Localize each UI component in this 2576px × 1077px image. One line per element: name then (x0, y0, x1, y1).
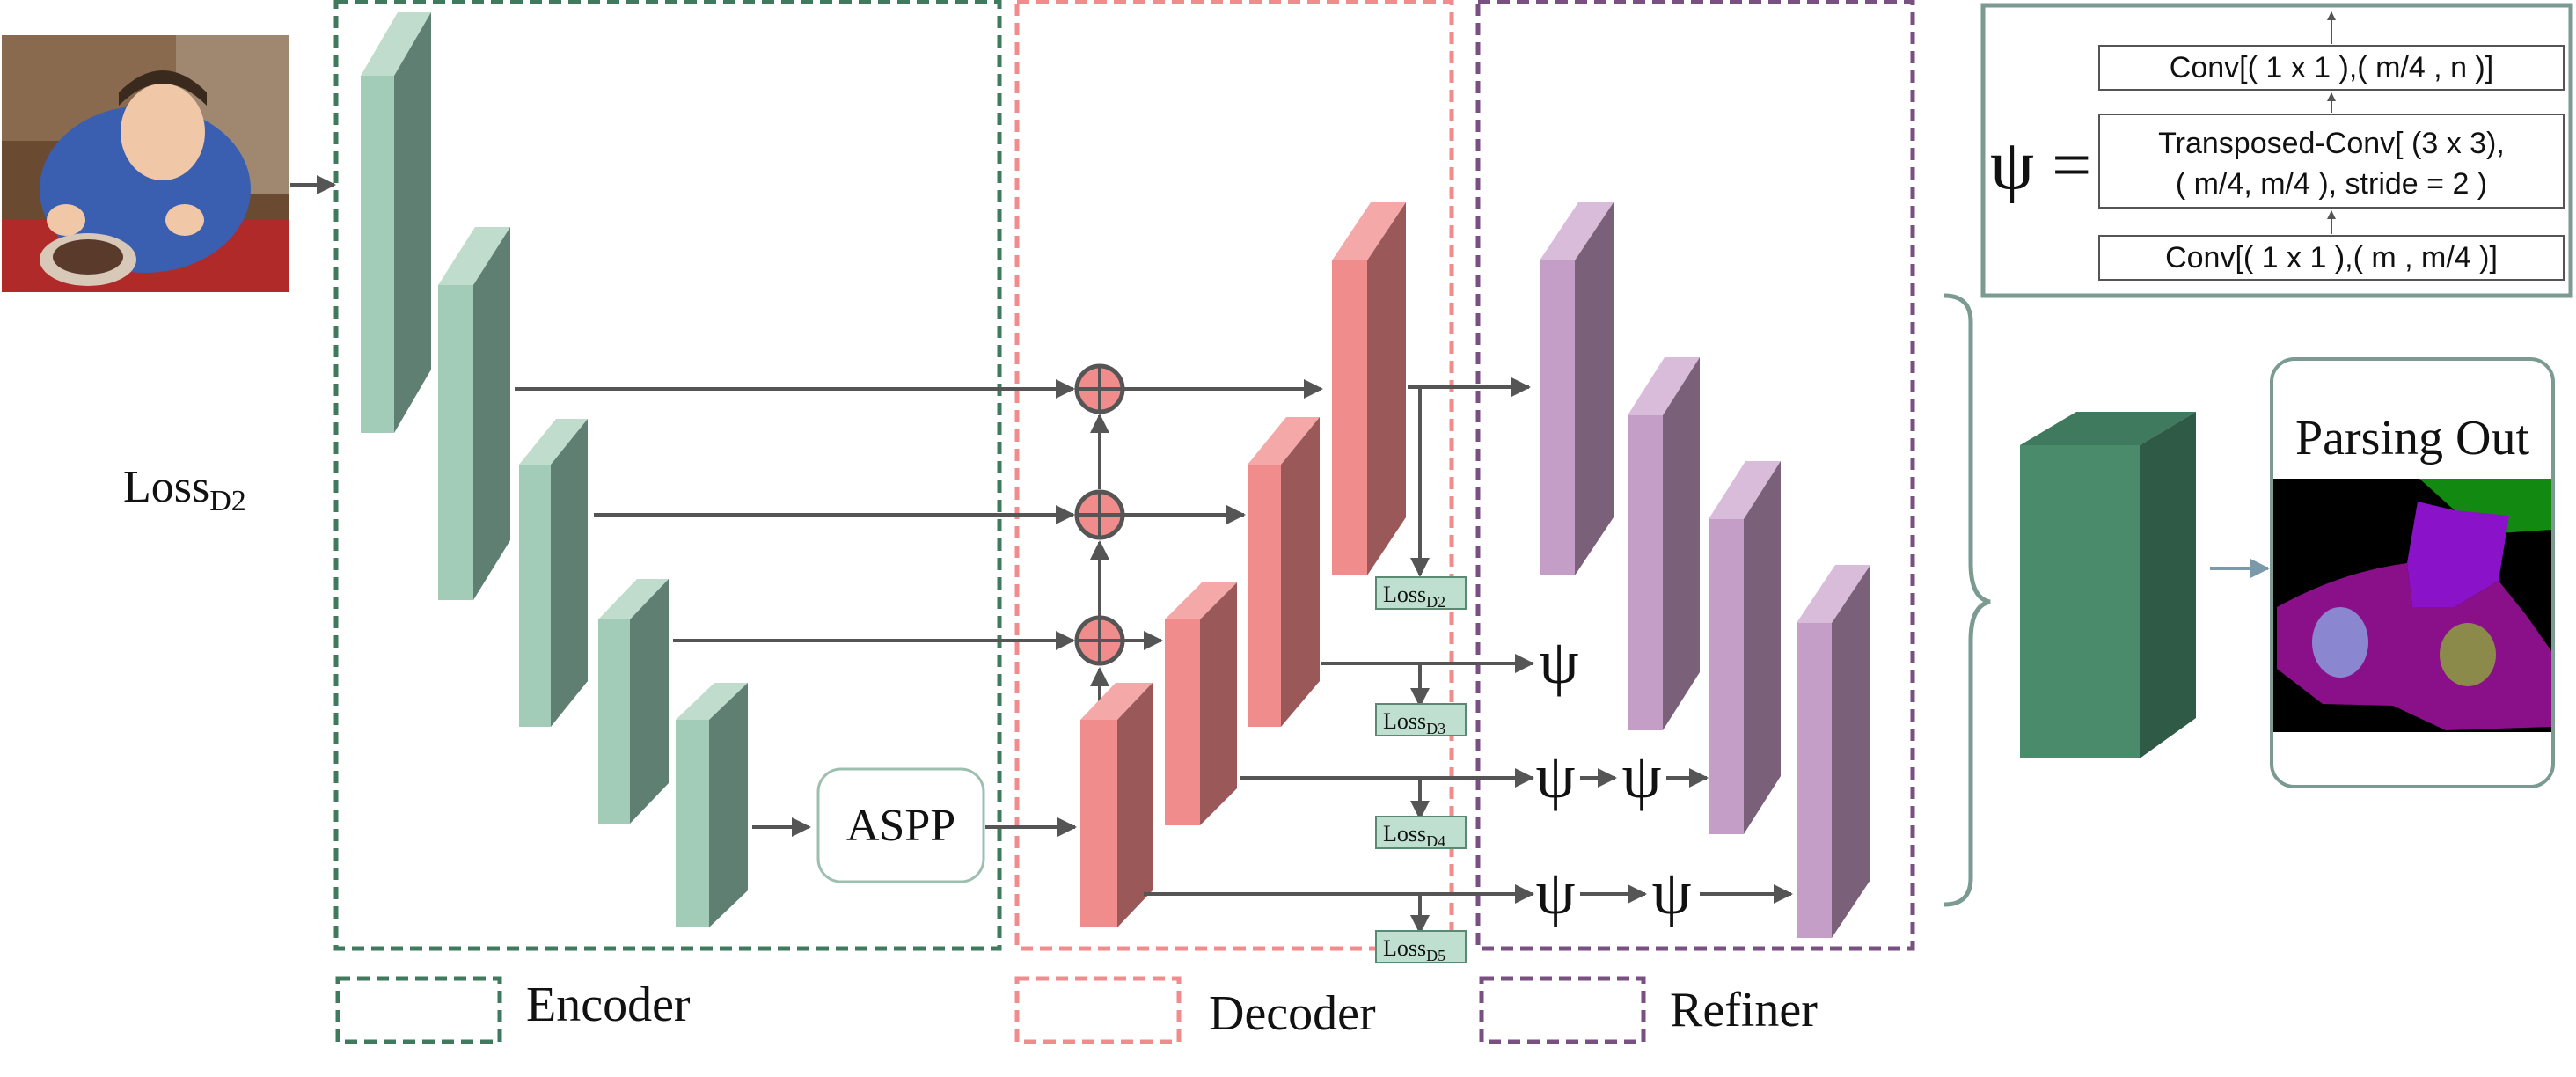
refiner-brace (1943, 293, 1991, 907)
sum-node-3 (1074, 615, 1125, 666)
decoder-block-2 (1165, 582, 1237, 825)
aspp-label: ASPP (846, 801, 955, 851)
parsing-output-title: Parsing Out (2295, 411, 2529, 465)
sum-node-2 (1074, 489, 1125, 540)
parsing-output-mask (2273, 479, 2551, 732)
psi-row-2-line1: Transposed-Conv[ (3 x 3), (2158, 127, 2505, 160)
sum-node-1 (1074, 363, 1125, 414)
psi-op-3: ψ (1621, 741, 1661, 811)
aspp-module (816, 767, 985, 883)
encoder-block-4 (598, 579, 669, 824)
refiner-frame (1475, 0, 1915, 951)
encoder-block-3 (519, 419, 588, 727)
encoder-block-2 (438, 227, 510, 600)
psi-op-4: ψ (1535, 857, 1575, 927)
psi-op-1: ψ (1539, 626, 1578, 697)
svg-text:LossD3: LossD3 (1383, 708, 1445, 737)
input-image (2, 35, 289, 292)
psi-row-2-line2: ( m/4, m/4 ), stride = 2 ) (2176, 167, 2487, 201)
loss-d5-tag: LossD5 (1375, 930, 1467, 964)
psi-op-2: ψ (1535, 741, 1575, 811)
legend-encoder-swatch (335, 976, 502, 1044)
decoder-frame (1014, 0, 1454, 951)
encoder-block-1 (361, 12, 431, 433)
psi-definition-symbol: ψ = (1990, 127, 2091, 204)
psi-op-5: ψ (1651, 857, 1691, 927)
psi-row-1-text: Conv[( 1 x 1 ),( m/4 , n )] (2170, 51, 2493, 84)
svg-text:LossD2: LossD2 (1383, 582, 1445, 611)
legend-refiner-label: Refiner (1670, 983, 1818, 1037)
legend-decoder-swatch (1014, 976, 1182, 1044)
legend-encoder-label: Encoder (526, 978, 691, 1032)
psi-row-3-text: Conv[( 1 x 1 ),( m , m/4 )] (2165, 241, 2498, 275)
psi-row-2 (2098, 114, 2565, 209)
output-feature-block (2020, 412, 2196, 758)
legend-decoder-label: Decoder (1209, 986, 1376, 1041)
loss-d3-tag: LossD3 (1375, 703, 1467, 737)
psi-row-3 (2098, 235, 2565, 281)
side-loss-label: LossD2 (123, 462, 246, 517)
decoder-block-1 (1080, 683, 1153, 927)
svg-text:LossD4: LossD4 (1383, 821, 1445, 850)
psi-row-1 (2098, 45, 2565, 91)
loss-d4-tag: LossD4 (1375, 816, 1467, 850)
encoder-frame (333, 0, 1002, 951)
svg-text:LossD5: LossD5 (1383, 935, 1445, 964)
legend-refiner-swatch (1479, 976, 1646, 1044)
decoder-block-3 (1248, 417, 1320, 727)
decoder-block-4 (1332, 202, 1406, 575)
refiner-block-2 (1628, 357, 1700, 730)
refiner-block-4 (1797, 565, 1870, 938)
refiner-block-3 (1709, 461, 1781, 834)
refiner-block-1 (1540, 202, 1614, 575)
loss-d2-tag: LossD2 (1375, 576, 1467, 611)
encoder-block-5 (676, 683, 748, 927)
